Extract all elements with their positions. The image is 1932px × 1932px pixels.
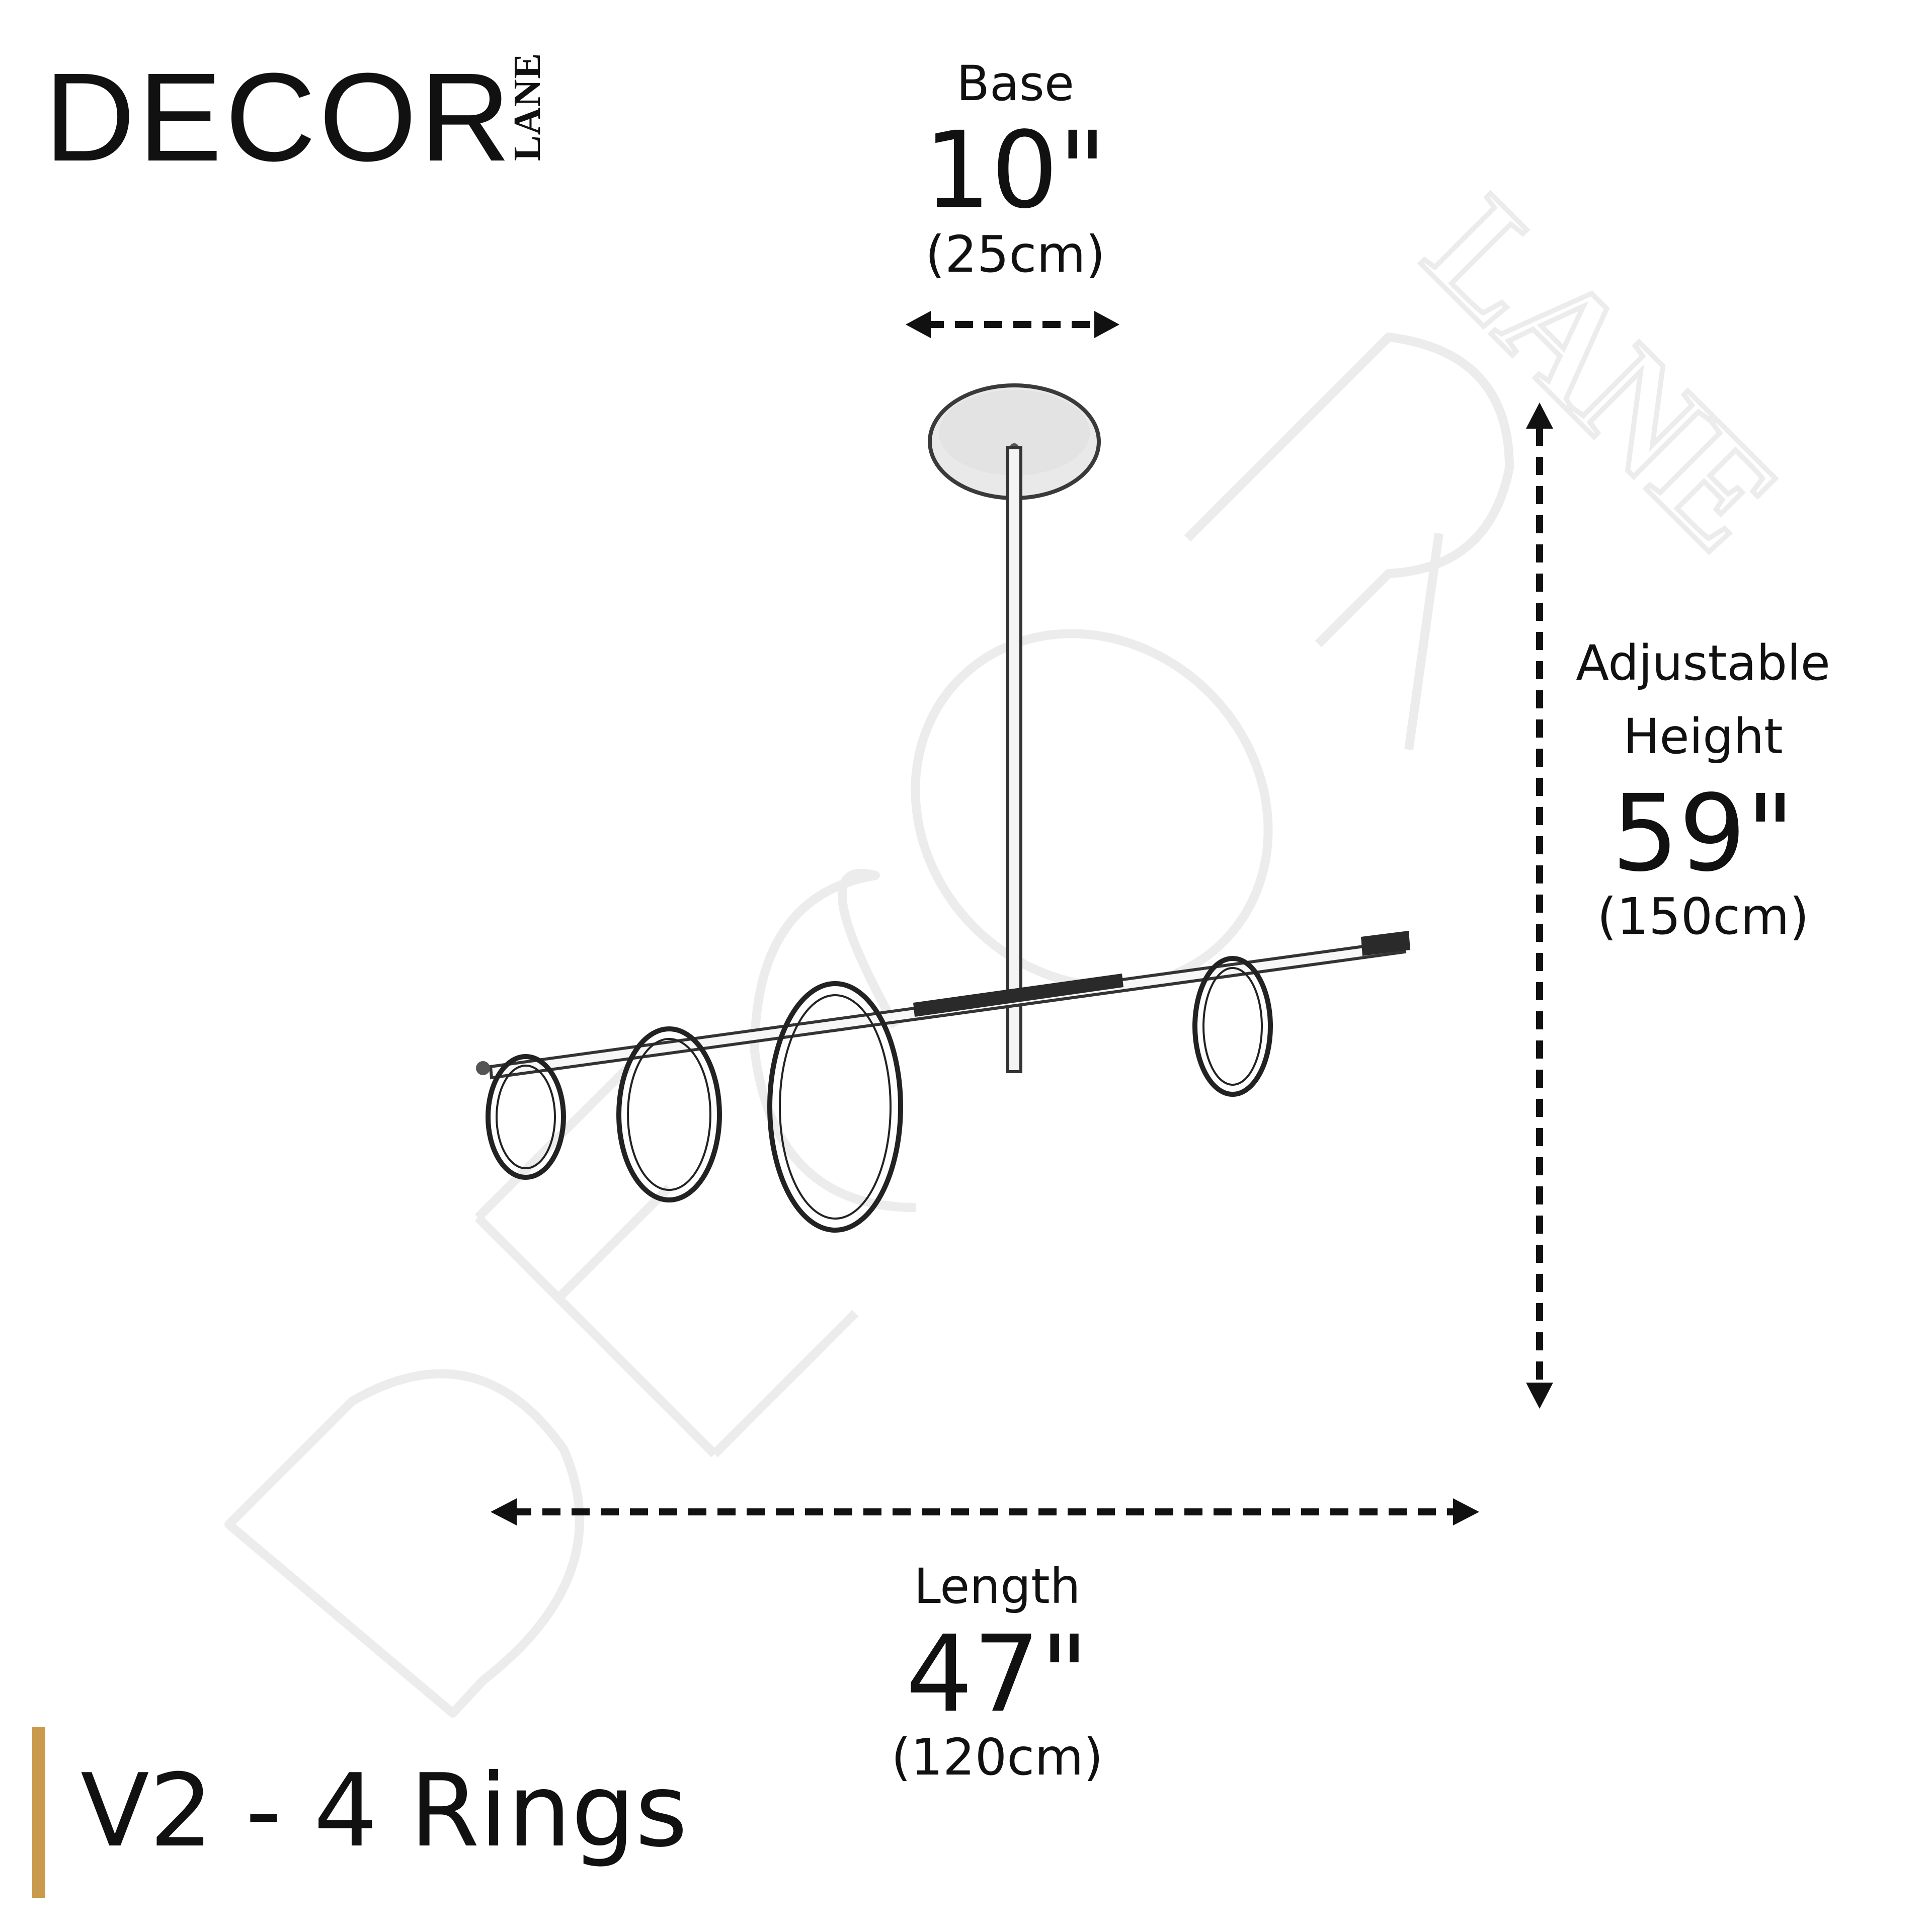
height-dimension: Adjustable Height 59" (150cm) <box>1576 639 1830 942</box>
horizontal-bar <box>476 931 1410 1080</box>
ring-3 <box>767 981 903 1233</box>
length-dimension-arrow <box>491 1498 1479 1525</box>
ring-2 <box>616 1026 722 1202</box>
suspension-rod <box>1006 446 1022 1073</box>
watermark-sub-text: LANE <box>1396 167 1810 581</box>
brand-logo-sub: LANE <box>506 52 548 161</box>
height-label-line1: Adjustable <box>1576 635 1830 691</box>
watermark-letter-c <box>750 868 916 1212</box>
length-dimension: Length 47" (120cm) <box>891 1562 1103 1783</box>
height-label-line2: Height <box>1623 708 1783 765</box>
brand-logo: DECOR <box>44 47 514 187</box>
ring-4 <box>1192 956 1273 1097</box>
accent-bar <box>32 1727 45 1898</box>
watermark-letter-e <box>474 1063 859 1458</box>
base-dimension: Base 10" (25cm) <box>924 59 1107 280</box>
base-label: Base <box>956 55 1074 112</box>
light-rings <box>486 956 1273 1233</box>
watermark-letter-d <box>224 1369 584 1718</box>
height-dimension-arrow <box>1526 403 1553 1409</box>
base-imperial: 10" <box>924 109 1107 232</box>
length-label: Length <box>914 1558 1081 1615</box>
watermark-letter-r <box>1184 333 1514 751</box>
length-metric: (120cm) <box>891 1728 1103 1787</box>
variant-title: V2 - 4 Rings <box>80 1752 688 1870</box>
chandelier-drawing <box>476 383 1410 1233</box>
watermark-letter-o <box>911 629 1273 991</box>
base-metric: (25cm) <box>925 225 1105 284</box>
height-imperial: 59" <box>1612 772 1795 895</box>
ring-1 <box>486 1054 566 1180</box>
height-metric: (150cm) <box>1597 887 1809 946</box>
watermark <box>224 333 1514 1718</box>
length-imperial: 47" <box>906 1613 1089 1736</box>
base-dimension-arrow <box>906 311 1119 338</box>
